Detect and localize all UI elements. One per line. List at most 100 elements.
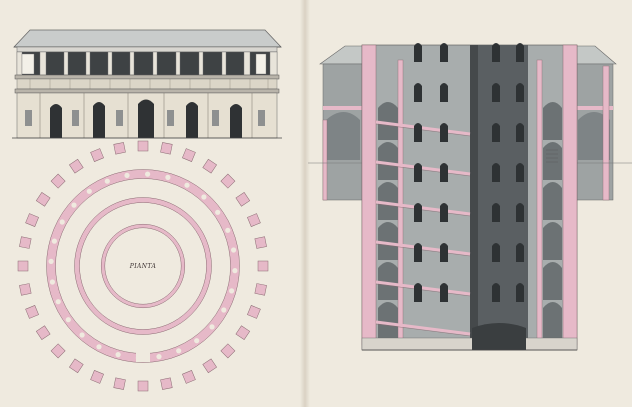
outer-pier <box>247 305 261 319</box>
outer-pier <box>182 148 196 162</box>
outer-pier <box>160 142 173 155</box>
floor-ramp <box>375 200 471 216</box>
floor-ramp <box>375 160 471 176</box>
section-arch <box>543 142 562 180</box>
ring-opening <box>194 338 200 344</box>
ring-opening <box>79 332 85 338</box>
outer-pier <box>247 213 261 227</box>
section-arch <box>378 222 398 260</box>
outer-pier <box>235 325 251 340</box>
tower-window <box>516 243 524 262</box>
floor-plan: PIANTA <box>17 140 269 392</box>
tower-window <box>414 283 422 302</box>
inner-wall-ring <box>101 224 185 308</box>
ring-opening <box>221 307 227 313</box>
ring-opening <box>165 174 171 180</box>
outer-pier <box>35 325 51 340</box>
outer-pier <box>25 213 39 227</box>
outer-pier <box>17 260 29 272</box>
ring-opening <box>231 247 237 253</box>
tower-window <box>440 123 448 142</box>
tower-window <box>414 203 422 222</box>
ring-opening <box>96 344 102 350</box>
section-arch <box>378 302 398 340</box>
tower-window <box>414 163 422 182</box>
outer-pier <box>113 142 126 155</box>
right-pink-wall <box>562 44 578 346</box>
ring-opening <box>201 194 207 200</box>
section-arch <box>378 102 398 140</box>
ring-opening <box>124 172 130 178</box>
tower-window <box>492 283 500 302</box>
ring-opening <box>49 279 56 285</box>
tower-window <box>492 83 500 102</box>
cross-section <box>308 43 632 351</box>
ring-opening <box>51 238 58 244</box>
ring-opening <box>86 188 92 194</box>
tower-window <box>440 83 448 102</box>
outer-pier <box>254 283 267 296</box>
floor-ramp <box>375 240 471 256</box>
ring-opening <box>225 227 231 233</box>
tower-window <box>440 243 448 262</box>
ring-opening <box>232 268 238 274</box>
outer-pier <box>160 377 173 390</box>
tower-window <box>516 283 524 302</box>
section-arch <box>378 182 398 220</box>
ring-opening <box>104 178 110 184</box>
outer-pier <box>113 377 126 390</box>
tower-window <box>516 43 524 62</box>
ring-opening <box>215 209 221 215</box>
floor-ramp <box>375 120 471 136</box>
tower-window <box>414 43 422 62</box>
plan-label: PIANTA <box>129 263 157 270</box>
tower-window <box>516 83 524 102</box>
outer-pier <box>254 236 267 249</box>
outer-pier <box>220 343 236 359</box>
outer-pier <box>19 283 32 296</box>
ring-opening <box>209 324 215 330</box>
ring-opening <box>145 171 151 177</box>
tower-window <box>414 123 422 142</box>
ring-opening <box>184 182 190 188</box>
outer-pier <box>235 192 251 207</box>
outer-pier <box>182 370 196 384</box>
ring-opening <box>115 352 121 358</box>
left-pink-wall <box>361 44 377 346</box>
ring-opening <box>156 354 162 360</box>
ring-opening <box>229 288 235 294</box>
tower-window <box>492 243 500 262</box>
outer-pier <box>90 370 104 384</box>
ring-opening <box>65 317 71 323</box>
tower-window <box>516 203 524 222</box>
outer-pier <box>137 140 149 152</box>
tower-window <box>516 163 524 182</box>
floor-ramp <box>375 280 471 296</box>
tower-window <box>414 243 422 262</box>
section-arch <box>543 102 562 140</box>
ring-opening <box>59 219 65 225</box>
outer-pier-ring <box>17 140 269 392</box>
outer-pier <box>69 158 84 174</box>
middle-wall-ring <box>74 197 212 335</box>
ring-opening <box>48 258 54 264</box>
section-arch <box>543 262 562 300</box>
ring-opening <box>55 299 61 305</box>
outer-pier <box>19 236 32 249</box>
section-arch <box>543 302 562 340</box>
outer-pier <box>50 173 66 189</box>
outer-pier <box>69 358 84 374</box>
outer-pier <box>202 158 217 174</box>
ring-opening <box>176 348 182 354</box>
tower-window <box>492 123 500 142</box>
section-arch <box>378 262 398 300</box>
tower-window <box>440 203 448 222</box>
tower-window <box>440 43 448 62</box>
tower-window <box>516 123 524 142</box>
section-arch <box>378 142 398 180</box>
tower-window <box>492 43 500 62</box>
tower-window <box>414 83 422 102</box>
tower-window <box>440 283 448 302</box>
